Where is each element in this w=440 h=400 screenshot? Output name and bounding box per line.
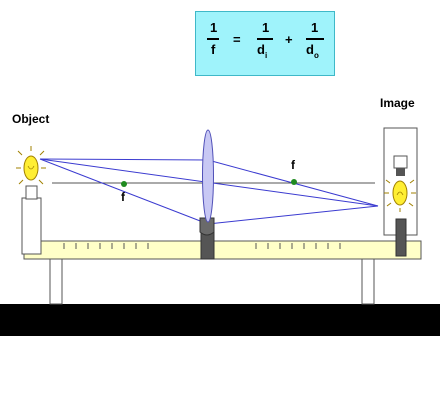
image-bulb-socket	[393, 155, 408, 169]
focal-point-left	[121, 181, 127, 187]
di-numerator: 1	[262, 20, 270, 35]
bench-ticks	[63, 243, 341, 249]
do-numerator: 1	[311, 20, 319, 35]
convex-lens	[202, 129, 214, 223]
di-denominator: di	[257, 42, 268, 60]
floor	[0, 304, 440, 336]
do-fraction-bar	[306, 38, 324, 40]
object-holder-stem	[25, 185, 38, 200]
bench-leg-left	[49, 257, 63, 305]
image-holder-post	[395, 218, 407, 257]
bench-leg-right	[361, 257, 375, 305]
object-label: Object	[12, 112, 50, 126]
image-bulb	[384, 179, 416, 212]
image-label: Image	[380, 96, 415, 110]
lhs-fraction-bar	[207, 38, 219, 40]
object-bulb	[16, 146, 46, 185]
lens-holder-clamp	[199, 217, 215, 236]
focal-point-label-right: f	[291, 158, 295, 172]
optical-bench	[23, 240, 422, 260]
equals-sign: =	[233, 32, 241, 47]
plus-sign: +	[285, 32, 293, 47]
image-bulb-neck	[396, 168, 405, 176]
focal-point-label-left: f	[121, 190, 125, 204]
di-fraction-bar	[257, 38, 273, 40]
lhs-numerator: 1	[210, 20, 218, 35]
do-denominator: do	[306, 42, 319, 60]
focal-point-right	[291, 179, 297, 185]
object-holder-base	[21, 197, 42, 255]
lens-formula-box: 1 f = 1 di + 1 do	[195, 11, 335, 76]
lhs-denominator: f	[211, 42, 216, 57]
